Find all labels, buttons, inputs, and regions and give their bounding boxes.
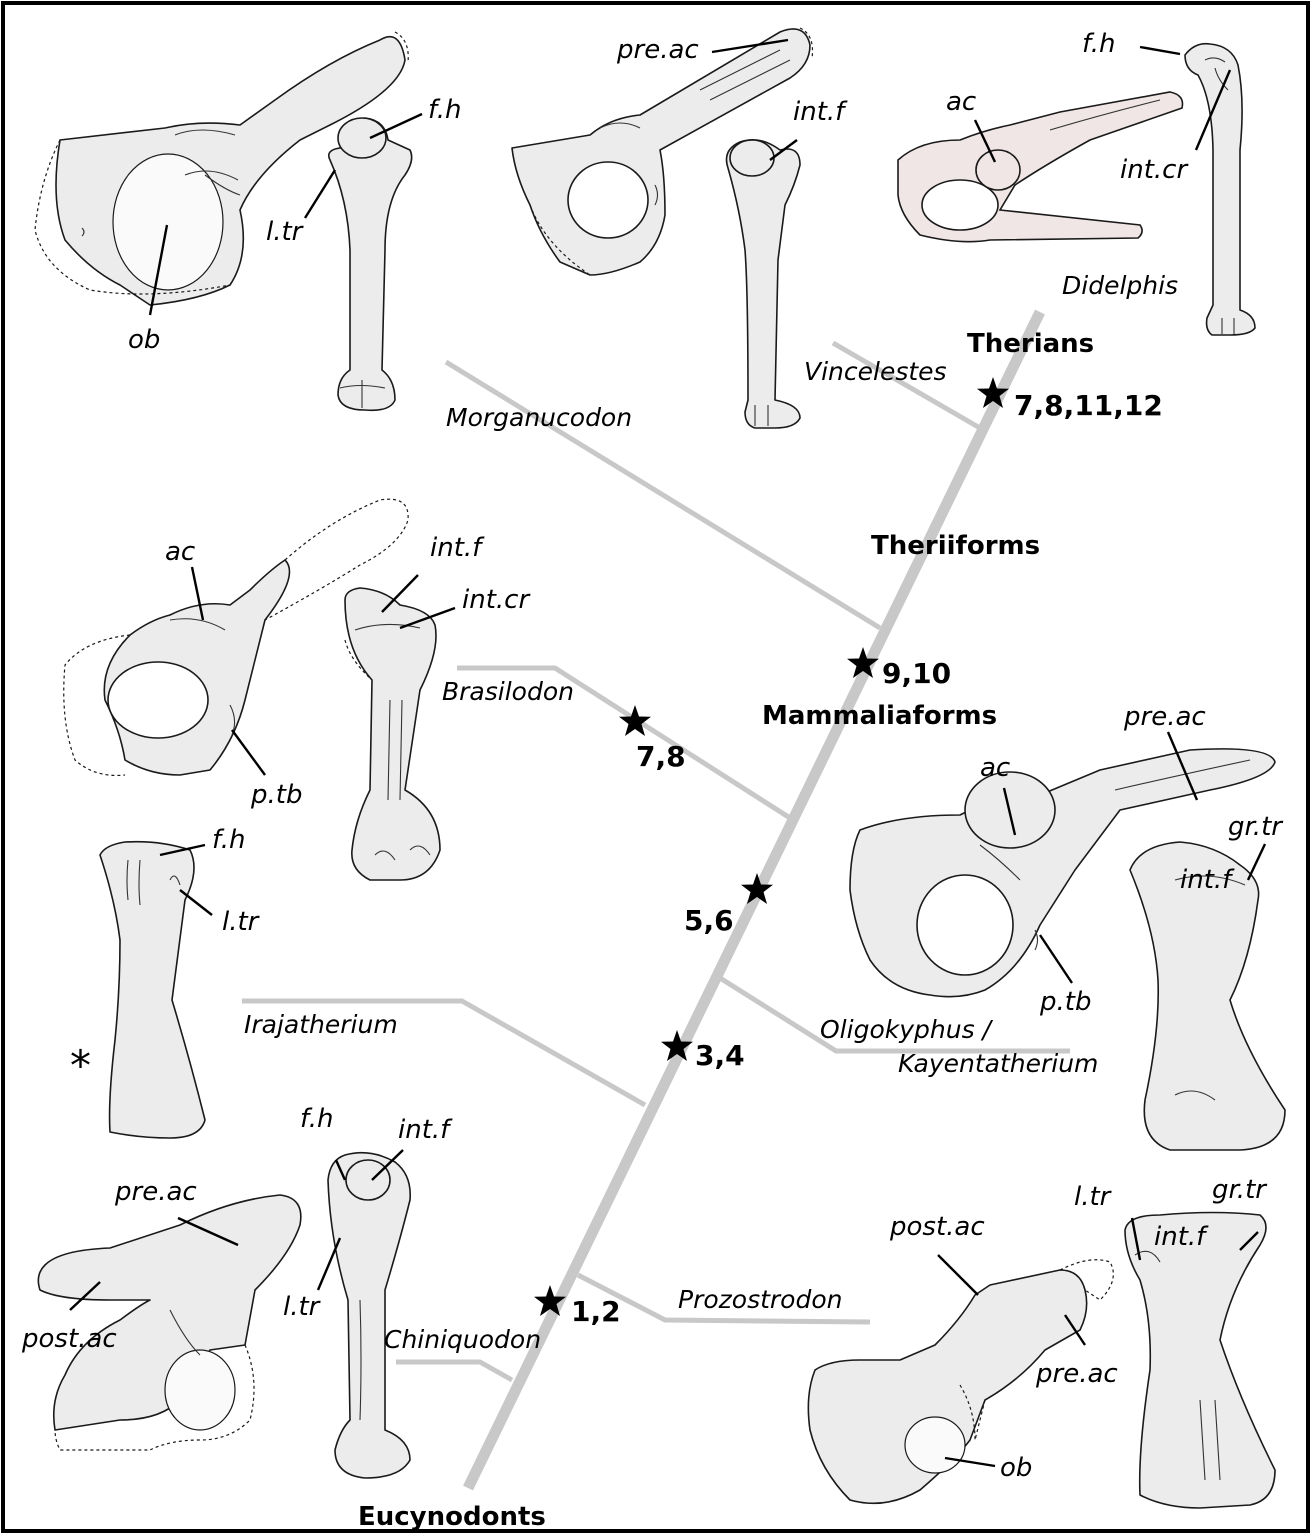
node-label-mammaliaforms: 9,10: [882, 657, 951, 690]
taxon-oligokyphus: Oligokyphus /: [820, 1015, 994, 1044]
label-fh-irajatherium: f.h: [212, 825, 245, 855]
label-fh-morganucodon: f.h: [428, 95, 461, 125]
label-intf-vincelestes: int.f: [793, 97, 848, 127]
clade-eucynodonts: Eucynodonts: [358, 1502, 546, 1532]
taxon-morganucodon: Morganucodon: [446, 403, 632, 432]
node-label-3-4: 3,4: [695, 1039, 745, 1072]
femur-morganucodon: [329, 118, 412, 410]
label-ob-morganucodon: ob: [128, 325, 160, 355]
label-preac-oligokyphus: pre.ac: [1123, 702, 1206, 732]
label-intf-brasilodon: int.f: [430, 533, 485, 563]
label-ac-oligokyphus: ac: [980, 753, 1010, 783]
label-ptb-brasilodon: p.tb: [250, 780, 302, 810]
pelvis-chiniquodon: [38, 1195, 301, 1450]
label-ob-prozostrodon: ob: [1000, 1453, 1032, 1483]
taxon-chiniquodon: Chiniquodon: [384, 1325, 541, 1354]
label-ltr-prozostrodon: l.tr: [1074, 1182, 1113, 1212]
femur-prozostrodon: [1125, 1213, 1275, 1509]
label-ltr-chiniquodon: l.tr: [283, 1292, 322, 1322]
label-postac-prozostrodon: post.ac: [889, 1212, 985, 1242]
label-preac-chiniquodon: pre.ac: [114, 1177, 197, 1207]
femur-irajatherium: [100, 842, 205, 1138]
label-intcr-brasilodon: int.cr: [462, 585, 531, 615]
femur-chiniquodon: [328, 1153, 410, 1478]
femur-didelphis: [1185, 44, 1255, 335]
clade-therians: Therians: [967, 329, 1094, 359]
label-intf-prozostrodon: int.f: [1154, 1222, 1209, 1252]
taxon-vincelestes: Vincelestes: [804, 357, 947, 386]
label-ltr-morganucodon: l.tr: [266, 217, 305, 247]
label-preac-vincelestes: pre.ac: [616, 35, 699, 65]
asterisk-marker: *: [70, 1041, 91, 1090]
node-label-5-6: 5,6: [684, 904, 734, 937]
label-intcr-didelphis: int.cr: [1120, 155, 1189, 185]
label-preac-prozostrodon: pre.ac: [1035, 1359, 1118, 1389]
label-ac-didelphis: ac: [946, 87, 976, 117]
label-fh-chiniquodon: f.h: [300, 1104, 333, 1134]
taxon-didelphis: Didelphis: [1062, 271, 1178, 300]
label-fh-didelphis: f.h: [1082, 29, 1115, 59]
taxon-irajatherium: Irajatherium: [244, 1010, 398, 1039]
label-grtr-oligokyphus: gr.tr: [1228, 812, 1284, 842]
clade-theriiforms: Theriiforms: [871, 531, 1040, 561]
taxon-prozostrodon: Prozostrodon: [678, 1285, 842, 1314]
clade-mammaliaforms: Mammaliaforms: [762, 701, 997, 731]
label-ltr-irajatherium: l.tr: [222, 907, 261, 937]
label-intf-chiniquodon: int.f: [398, 1115, 453, 1145]
node-label-brasilodon: 7,8: [636, 740, 686, 773]
label-intf-oligokyphus: int.f: [1180, 865, 1235, 895]
taxon-brasilodon: Brasilodon: [442, 677, 574, 706]
label-grtr-prozostrodon: gr.tr: [1212, 1175, 1268, 1205]
branch-chiniquodon: [396, 1362, 512, 1380]
label-postac-chiniquodon: post.ac: [21, 1324, 117, 1354]
taxon-kayentatherium: Kayentatherium: [898, 1049, 1098, 1078]
femur-vincelestes: [727, 140, 801, 428]
node-label-1-2: 1,2: [571, 1295, 621, 1328]
node-label-therians: 7,8,11,12: [1014, 389, 1163, 422]
label-ac-brasilodon: ac: [165, 537, 195, 567]
label-ptb-oligokyphus: p.tb: [1039, 987, 1091, 1017]
femur-brasilodon: [345, 588, 440, 880]
